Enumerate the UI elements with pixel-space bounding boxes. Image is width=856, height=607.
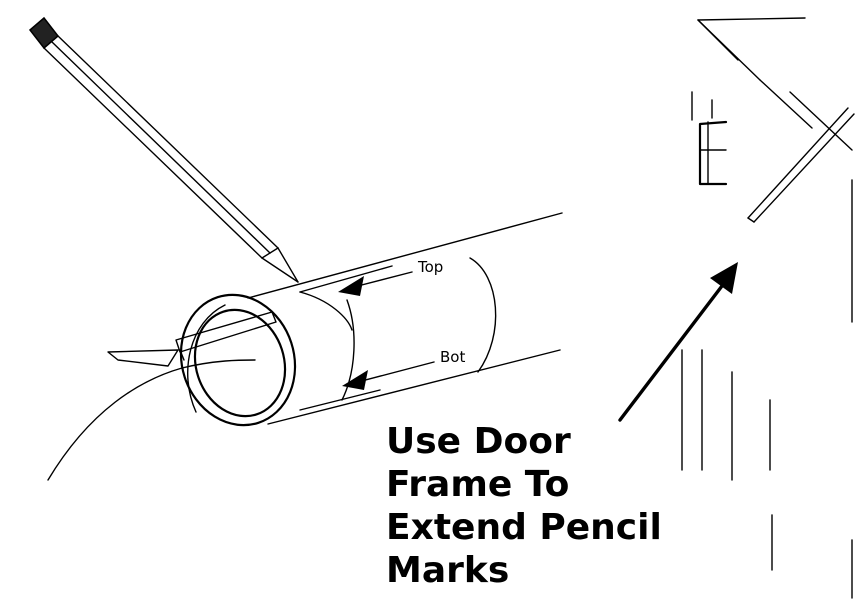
bottom-mark-arrow — [342, 361, 435, 390]
top-mark-arrow — [338, 271, 413, 296]
door-frame — [681, 17, 853, 599]
bottom-label: Bot — [440, 348, 465, 366]
caption-line-1: Use Door — [386, 421, 571, 462]
pencil-icon — [28, 16, 299, 283]
caption: Use Door Frame To Extend Pencil Marks — [386, 420, 716, 592]
pipe — [179, 212, 563, 427]
pipe-tool — [47, 311, 277, 481]
caption-line-4: Marks — [386, 550, 510, 591]
caption-line-3: Extend Pencil — [386, 507, 662, 548]
top-label: Top — [417, 258, 443, 276]
door-hinge — [691, 91, 728, 186]
caption-arrow — [618, 262, 738, 422]
frame-pencil-icon — [747, 107, 855, 223]
caption-line-2: Frame To — [386, 464, 570, 505]
